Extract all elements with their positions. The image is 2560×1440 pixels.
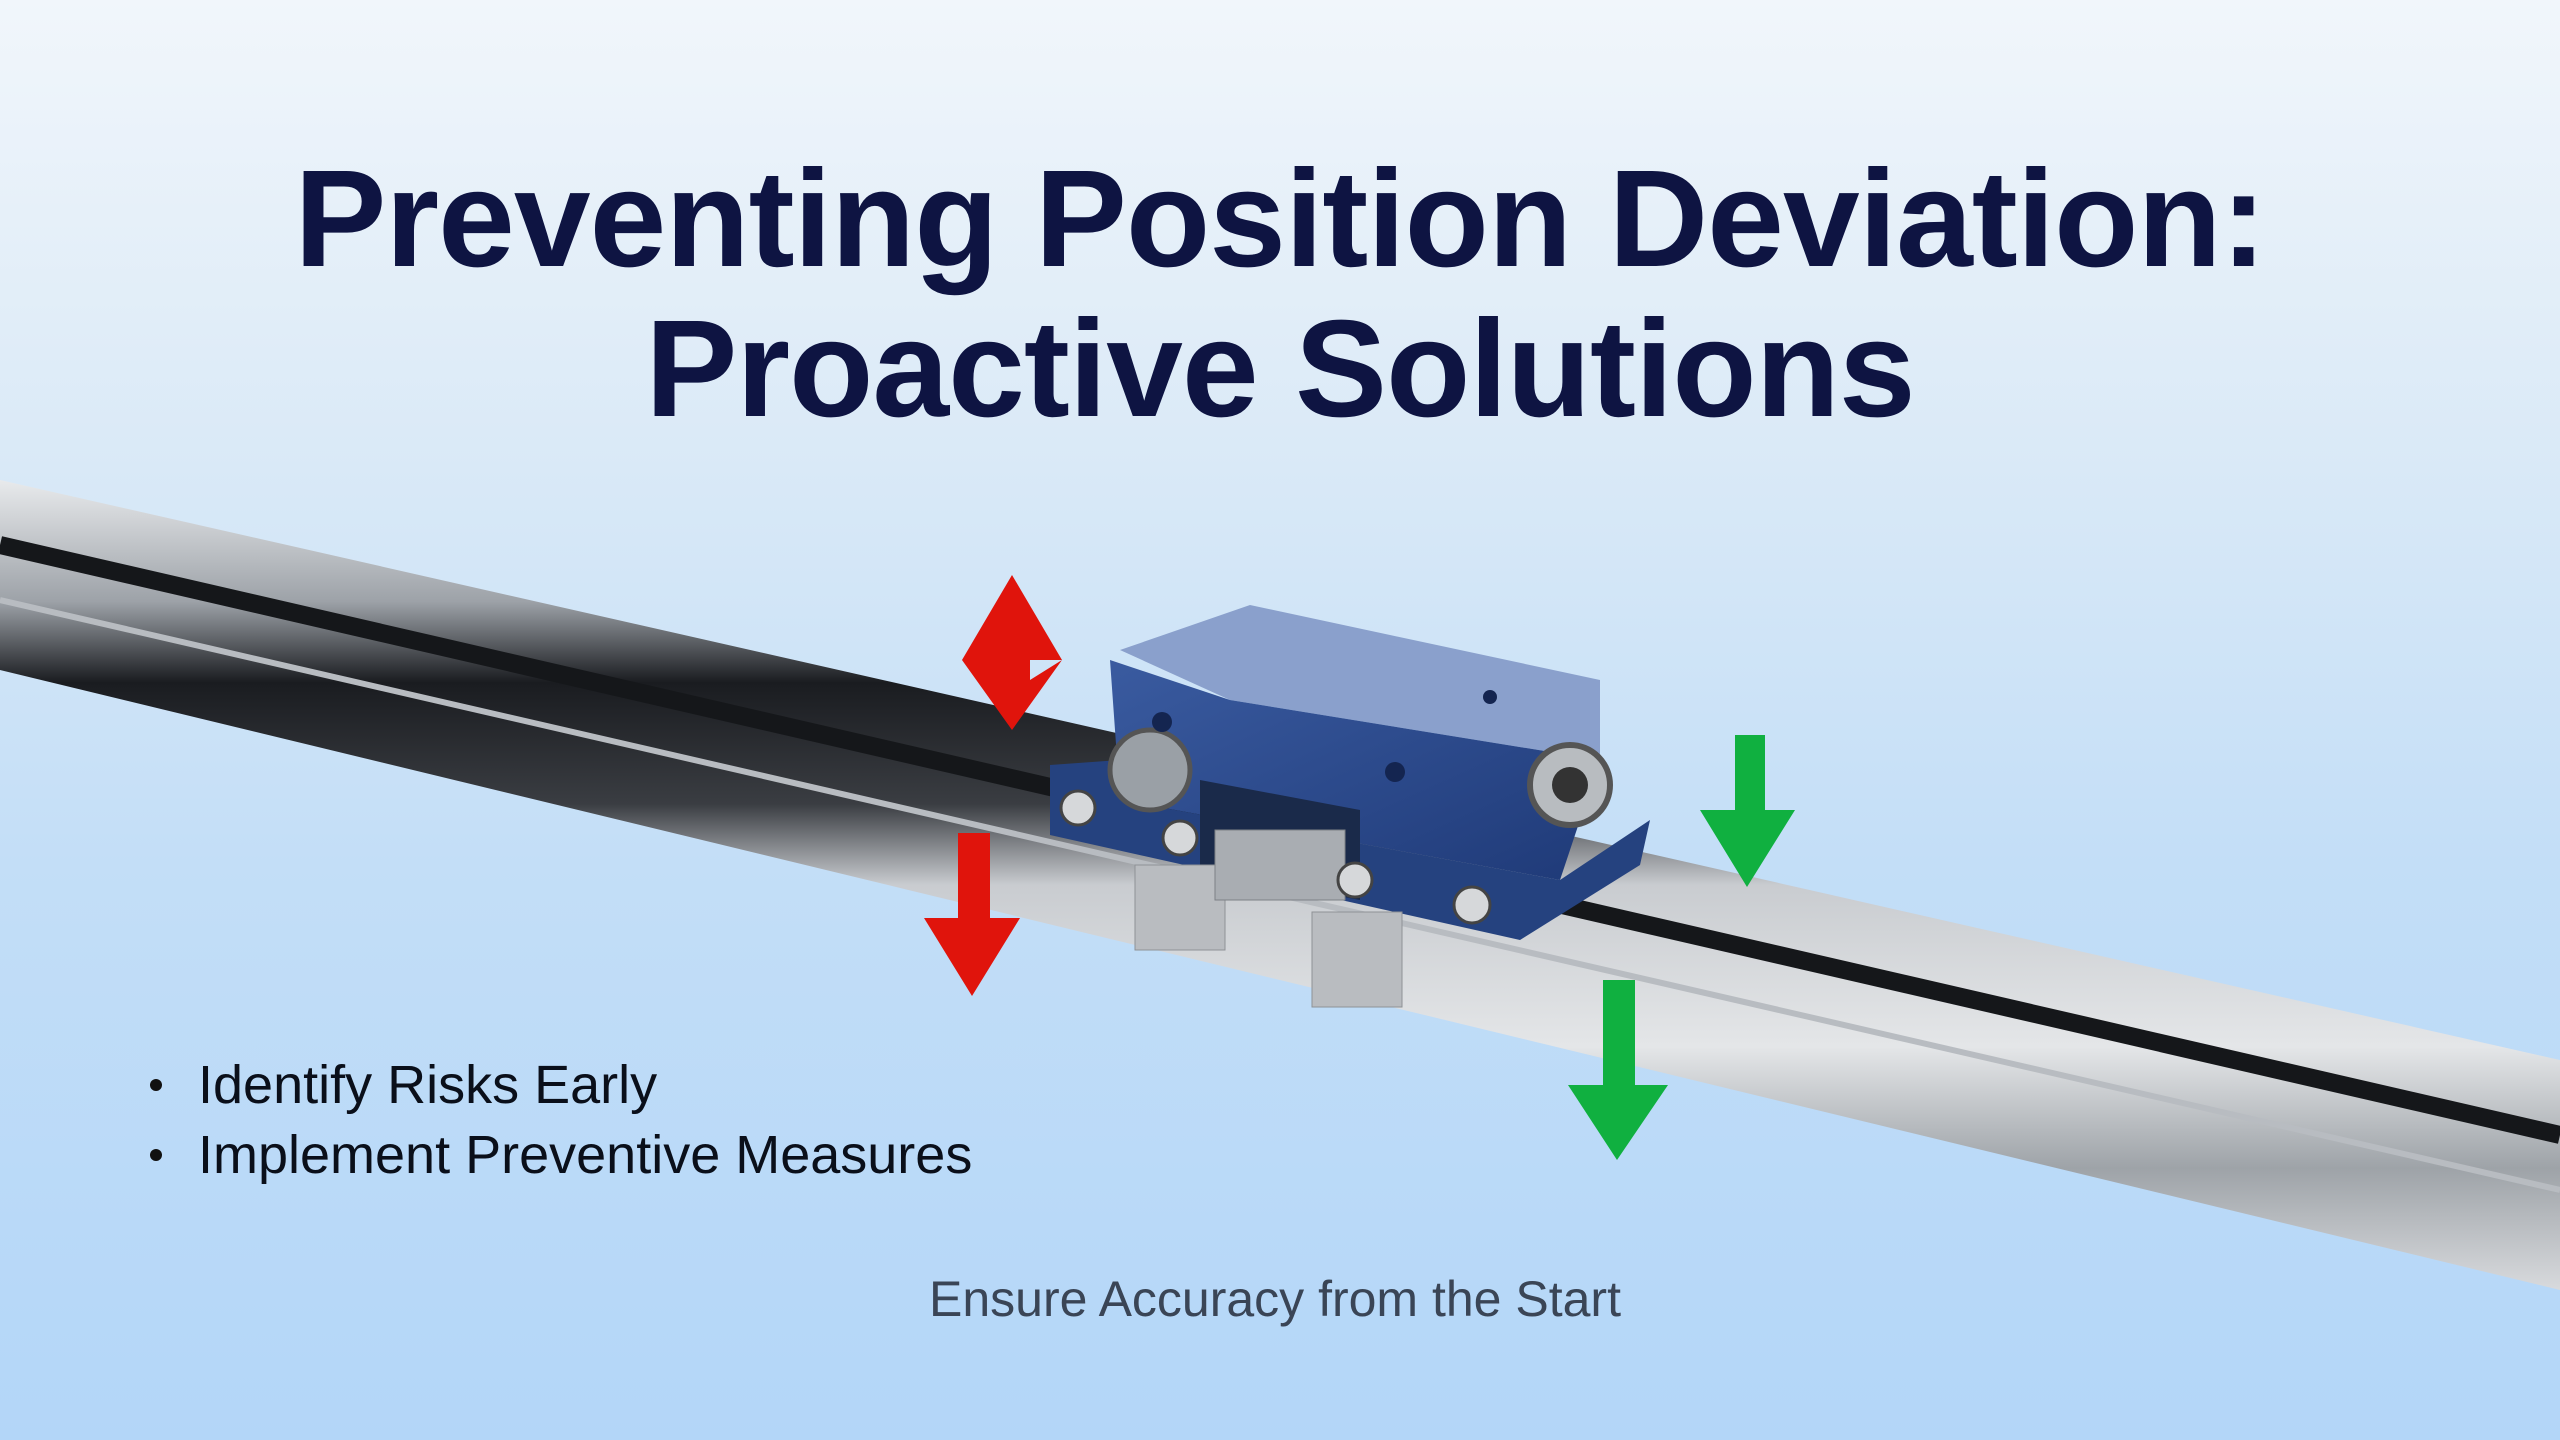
slide-title-line1: Preventing Position Deviation: xyxy=(294,142,2266,296)
slide-title-line2: Proactive Solutions xyxy=(645,292,1915,446)
bullet-list: Identify Risks Early Implement Preventiv… xyxy=(150,1050,972,1190)
tagline: Ensure Accuracy from the Start xyxy=(929,1271,1621,1327)
bullet-text: Implement Preventive Measures xyxy=(198,1125,973,1185)
carriage-block xyxy=(1050,605,1650,1008)
bullet-icon xyxy=(150,1079,162,1091)
red-down-arrow-icon xyxy=(924,833,1020,996)
bullet-item: Implement Preventive Measures xyxy=(150,1120,972,1190)
green-down-arrow-icon xyxy=(1568,980,1668,1160)
bullet-icon xyxy=(150,1149,162,1161)
bullet-text: Identify Risks Early xyxy=(198,1055,658,1115)
green-down-arrow-icon xyxy=(1700,735,1795,887)
red-double-arrow-icon xyxy=(962,575,1062,730)
bullet-item: Identify Risks Early xyxy=(150,1050,972,1120)
